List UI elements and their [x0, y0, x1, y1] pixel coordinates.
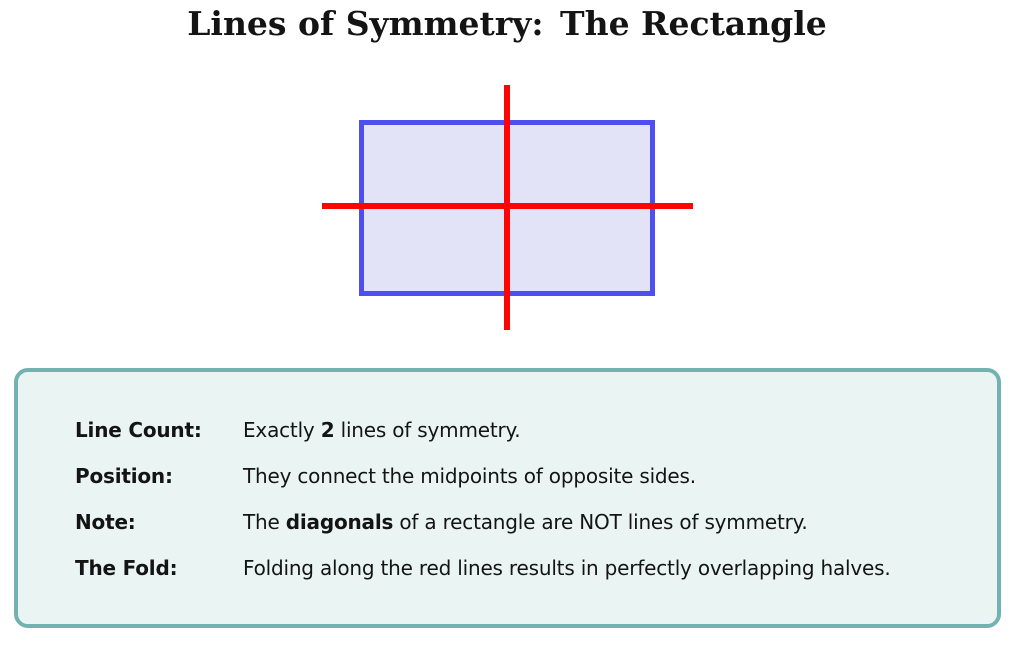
- line-count-text-bold: 2: [320, 418, 335, 442]
- note-text-bold: diagonals: [285, 510, 394, 534]
- vertical-symmetry-line: [504, 85, 510, 330]
- position-text-before: They connect the midpoints of opposite s…: [243, 464, 696, 488]
- info-box: Line Count: Exactly 2 lines of symmetry.…: [14, 368, 1001, 628]
- page-title: Lines of Symmetry: The Rectangle: [187, 4, 827, 43]
- line-count-text: Exactly 2 lines of symmetry.: [243, 418, 973, 442]
- note-text-after: of a rectangle are NOT lines of symmetry…: [393, 510, 808, 534]
- info-row-position: Position: They connect the midpoints of …: [75, 464, 973, 488]
- info-row-line-count: Line Count: Exactly 2 lines of symmetry.: [75, 418, 973, 442]
- position-text: They connect the midpoints of opposite s…: [243, 464, 973, 488]
- line-count-text-after: lines of symmetry.: [334, 418, 521, 442]
- info-row-note: Note: The diagonals of a rectangle are N…: [75, 510, 973, 534]
- note-label: Note:: [75, 510, 136, 534]
- position-label: Position:: [75, 464, 173, 488]
- note-text: The diagonals of a rectangle are NOT lin…: [243, 510, 973, 534]
- the-fold-text-before: Folding along the red lines results in p…: [243, 556, 891, 580]
- note-text-before: The: [243, 510, 286, 534]
- the-fold-label: The Fold:: [75, 556, 178, 580]
- line-count-text-before: Exactly: [243, 418, 321, 442]
- symmetry-diagram: [322, 85, 693, 330]
- info-row-the-fold: The Fold: Folding along the red lines re…: [75, 556, 973, 580]
- the-fold-text: Folding along the red lines results in p…: [243, 556, 973, 580]
- line-count-label: Line Count:: [75, 418, 202, 442]
